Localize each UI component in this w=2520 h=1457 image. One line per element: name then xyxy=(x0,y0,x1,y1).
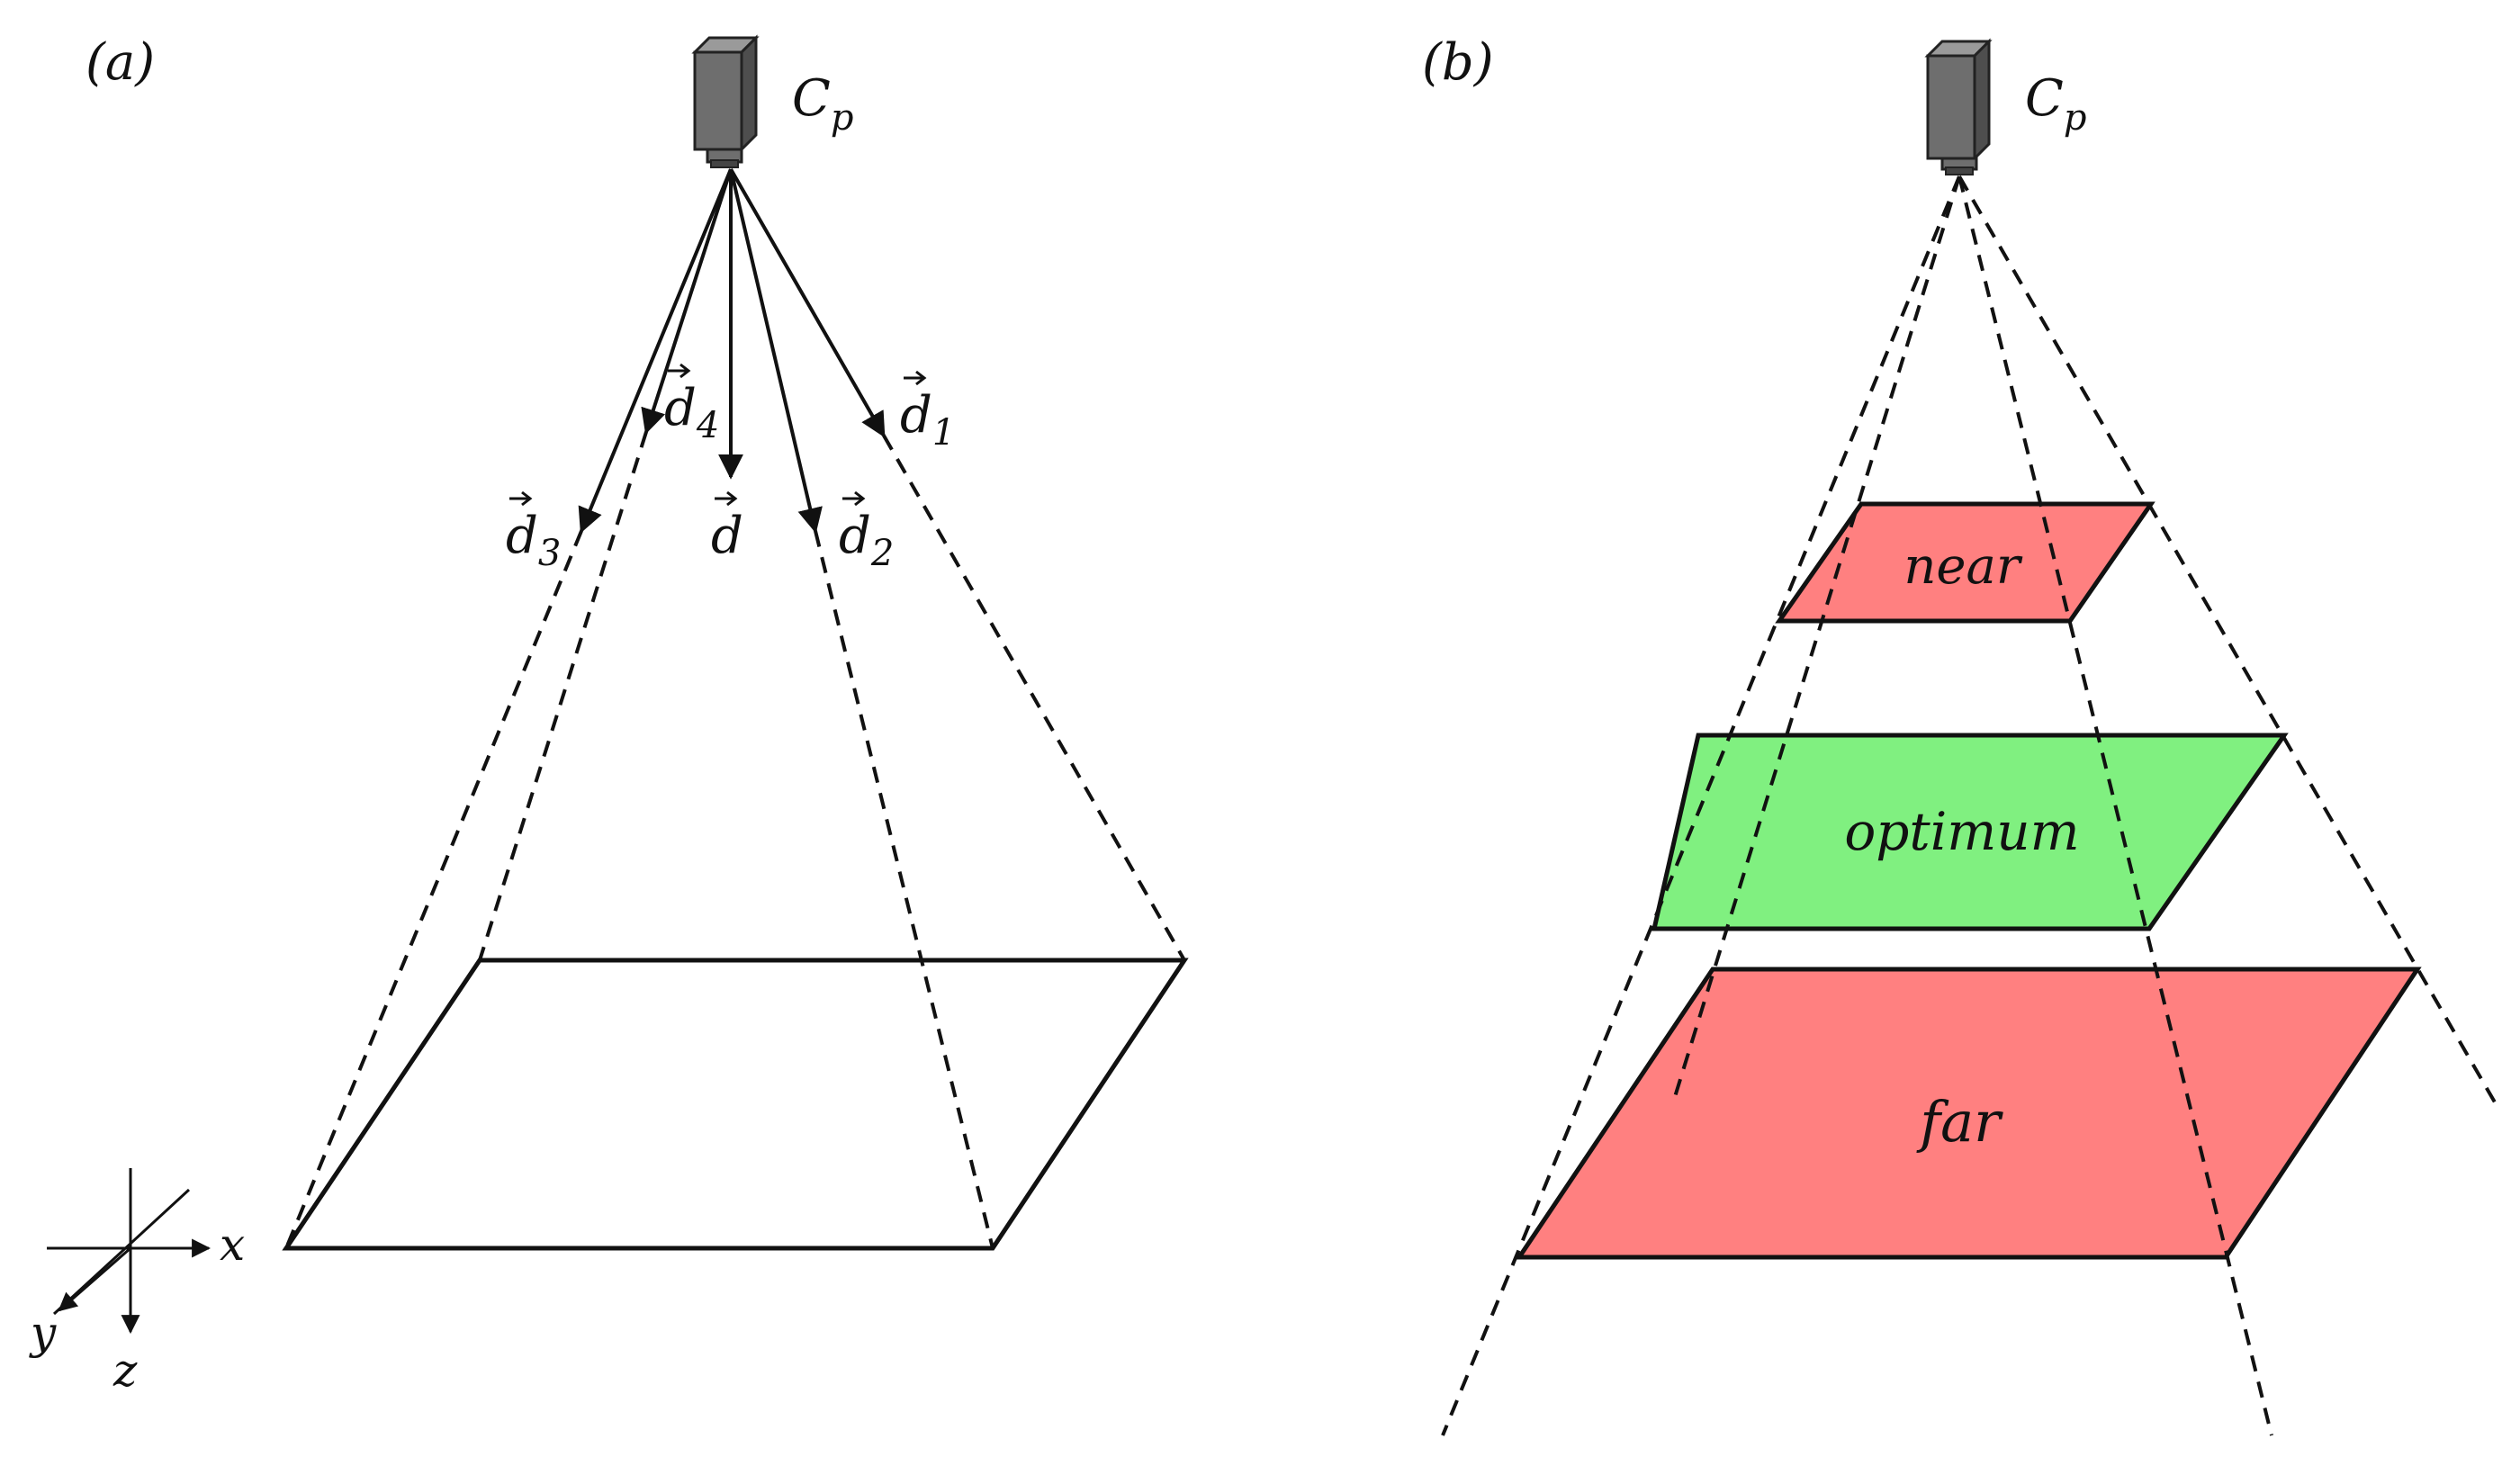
camera-icon xyxy=(1924,38,1993,175)
vector-label-d2: d2 xyxy=(839,490,894,574)
plane-near-label: near xyxy=(1904,537,2023,596)
svg-text:d3: d3 xyxy=(506,507,561,574)
svg-text:d4: d4 xyxy=(664,379,719,446)
frustum-line-2 xyxy=(1672,175,1961,1101)
axis-z-label: z xyxy=(112,1345,138,1397)
panel-b: (b) Cp far optimum near xyxy=(1422,33,2499,1436)
vector-d1 xyxy=(729,168,886,438)
frustum-line-4 xyxy=(1958,175,2499,1109)
vector-d2 xyxy=(729,168,823,534)
svg-text:d: d xyxy=(711,507,743,565)
dashed-line-d3 xyxy=(284,530,583,1249)
plane-optimum-label: optimum xyxy=(1844,801,2079,862)
axes-icon xyxy=(47,1168,212,1335)
vector-label-d: d xyxy=(711,490,743,565)
vector-label-d3: d3 xyxy=(506,490,561,574)
panel-a-label: (a) xyxy=(86,33,155,92)
panel-a: (a) Cp d1 d2 d xyxy=(29,33,1189,1397)
axis-x-label: x xyxy=(220,1219,245,1271)
panel-b-label: (b) xyxy=(1422,33,1494,92)
dashed-line-d2 xyxy=(814,530,994,1249)
svg-text:d2: d2 xyxy=(839,507,894,574)
plane-far-label: far xyxy=(1916,1089,2003,1155)
ground-plane xyxy=(282,958,1189,1251)
camera-label-a: Cp xyxy=(792,69,853,139)
vector-label-d4: d4 xyxy=(664,363,719,446)
camera-icon xyxy=(691,34,760,168)
axis-y-label: y xyxy=(29,1307,57,1359)
dashed-line-d1 xyxy=(882,435,1186,961)
plane-optimum xyxy=(1651,733,2289,931)
vector-label-d1: d1 xyxy=(900,370,955,454)
svg-text:d1: d1 xyxy=(900,386,955,454)
camera-label-b: Cp xyxy=(2025,69,2086,139)
vector-d4 xyxy=(641,168,733,435)
frustum-line-3 xyxy=(1958,175,2273,1436)
vector-d3 xyxy=(578,168,733,534)
frustum-line-1 xyxy=(1441,175,1961,1436)
plane-near xyxy=(1775,501,2156,624)
dashed-line-d4 xyxy=(478,431,648,961)
